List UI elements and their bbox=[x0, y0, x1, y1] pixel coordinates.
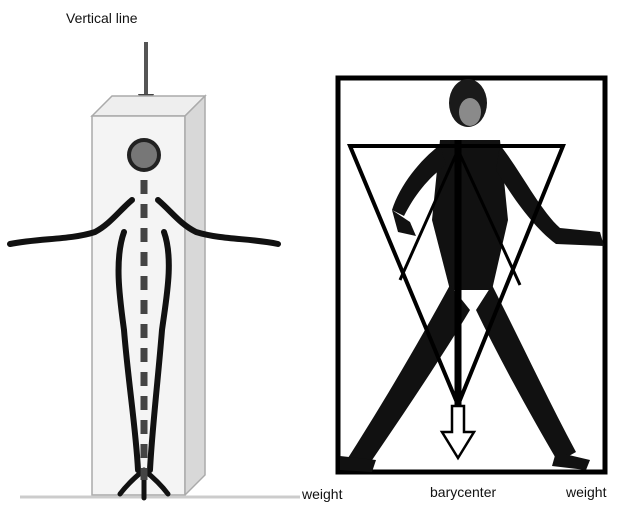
head-circle bbox=[129, 140, 159, 170]
vertical-line-label: Vertical line bbox=[66, 10, 138, 26]
barycenter-label: barycenter bbox=[430, 484, 496, 500]
weight-right-label: weight bbox=[566, 484, 606, 500]
right-figure bbox=[338, 78, 605, 472]
left-figure bbox=[10, 42, 300, 498]
weight-left-label: weight bbox=[302, 486, 342, 502]
box-front bbox=[92, 116, 185, 495]
box-side bbox=[185, 96, 205, 495]
